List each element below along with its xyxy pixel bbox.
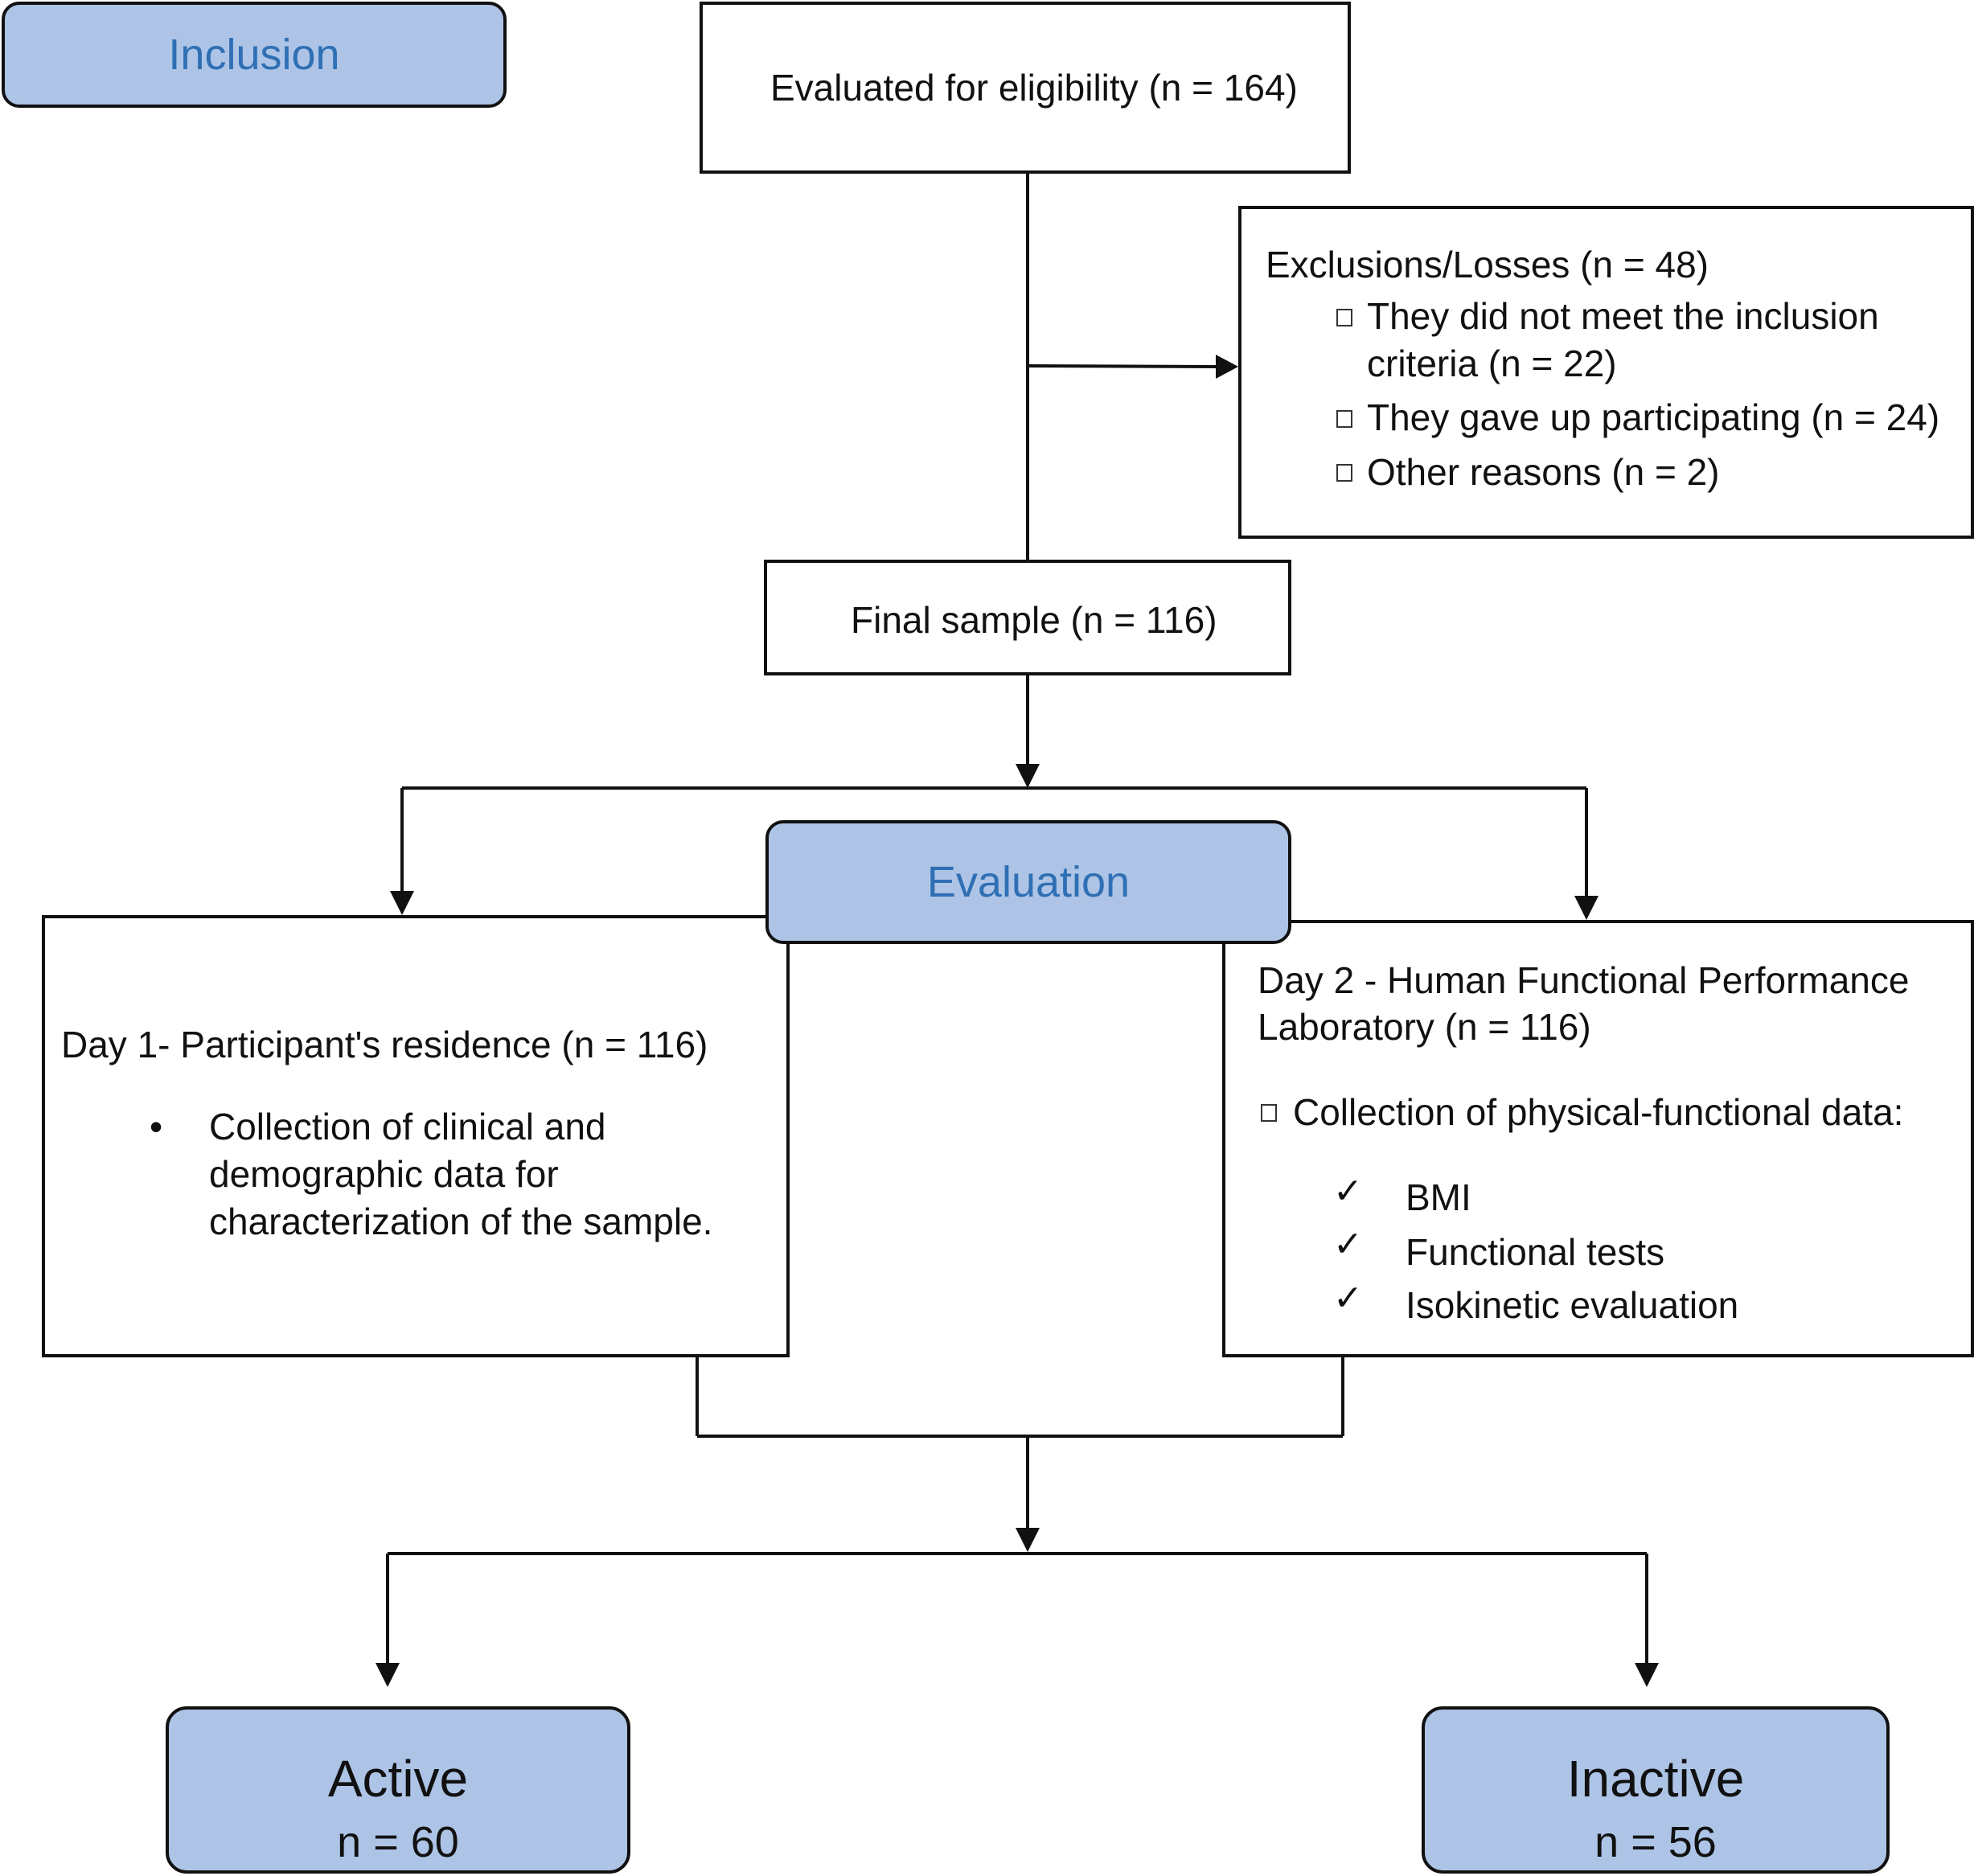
final-sample-box: Final sample (n = 116)	[764, 560, 1291, 675]
inactive-label: Inactive	[1566, 1750, 1745, 1808]
arrowhead-active	[376, 1663, 400, 1687]
exclusion-reason-label: criteria (n = 22)	[1367, 343, 1617, 384]
checkbox-icon	[1261, 1104, 1277, 1122]
arrowhead-day1	[390, 891, 414, 915]
day1-detail-line: demographic data for	[209, 1153, 559, 1195]
connector-to-exclusions	[1027, 364, 1217, 368]
checkbox-icon	[1336, 464, 1352, 482]
day1-box: Day 1- Participant's residence (n = 116)…	[42, 915, 790, 1357]
inactive-count: n = 56	[1594, 1818, 1717, 1866]
exclusions-title: Exclusions/Losses (n = 48)	[1266, 244, 1709, 285]
day2-title-line: Day 2 - Human Functional Performance	[1258, 959, 1910, 1001]
day1-title: Day 1- Participant's residence (n = 116)	[61, 1024, 708, 1065]
checkmark-icon: ✓	[1333, 1172, 1363, 1211]
evaluation-stage-label: Evaluation	[765, 820, 1291, 944]
inactive-result-box: Inactive n = 56	[1422, 1706, 1890, 1874]
eligibility-text: Evaluated for eligibility (n = 164)	[770, 67, 1298, 109]
arrowhead-day2	[1574, 896, 1598, 920]
checkbox-icon	[1336, 309, 1352, 326]
arrowhead-merge	[1016, 1528, 1040, 1552]
inclusion-stage-text: Inclusion	[168, 31, 340, 79]
day1-detail-line: Collection of clinical and	[209, 1106, 606, 1147]
active-result-box: Active n = 60	[166, 1706, 630, 1874]
exclusion-reason-label: They did not meet the inclusion	[1367, 295, 1879, 337]
exclusion-reason-label: Other reasons (n = 2)	[1367, 451, 1720, 493]
arrowhead-inactive	[1635, 1663, 1659, 1687]
evaluation-stage-text: Evaluation	[926, 858, 1131, 906]
final-sample-text: Final sample (n = 116)	[851, 599, 1217, 641]
day2-title-line: Laboratory (n = 116)	[1258, 1006, 1591, 1048]
checkbox-icon	[1336, 410, 1352, 428]
day2-box: Day 2 - Human Functional Performance Lab…	[1222, 920, 1974, 1357]
day2-check-item: Functional tests	[1406, 1231, 1665, 1273]
day2-check-item: Isokinetic evaluation	[1406, 1284, 1739, 1326]
exclusion-reason-label: They gave up participating (n = 24)	[1367, 396, 1940, 438]
inclusion-stage-label: Inclusion	[2, 2, 507, 108]
arrowhead-split	[1016, 764, 1040, 788]
checkmark-icon: ✓	[1333, 1225, 1363, 1264]
active-label: Active	[327, 1750, 469, 1808]
eligibility-box: Evaluated for eligibility (n = 164)	[700, 2, 1351, 174]
day2-collection-text: Collection of physical-functional data:	[1293, 1091, 1904, 1133]
day1-detail-line: characterization of the sample.	[209, 1201, 713, 1242]
exclusions-box: Exclusions/Losses (n = 48) They did not …	[1238, 206, 1974, 539]
bullet-icon: •	[150, 1106, 163, 1147]
day2-check-item: BMI	[1406, 1176, 1471, 1218]
checkmark-icon: ✓	[1333, 1279, 1363, 1318]
arrowhead-exclusions	[1216, 355, 1238, 379]
active-count: n = 60	[337, 1818, 459, 1866]
